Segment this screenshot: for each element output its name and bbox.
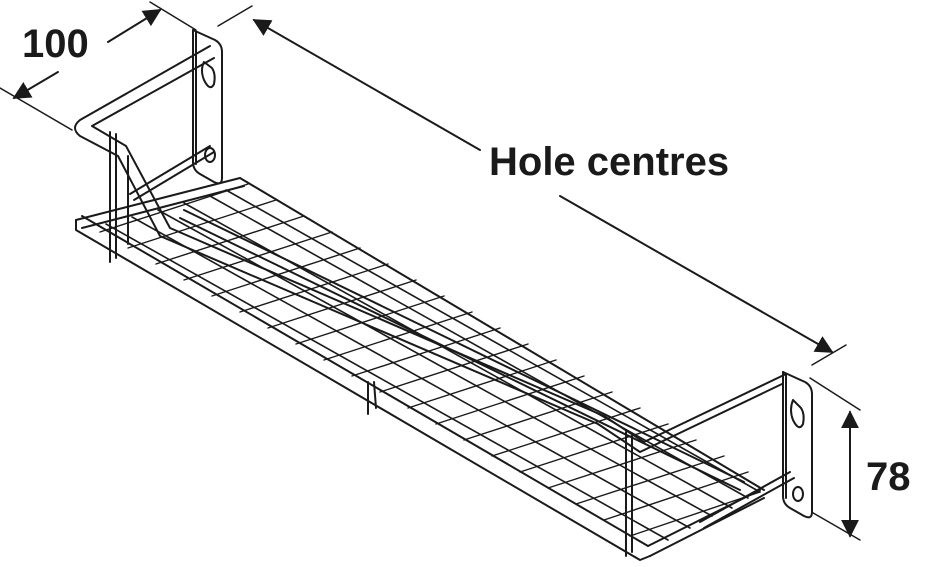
floor-wire — [225, 189, 761, 493]
basket-floor — [75, 177, 765, 561]
length-dimension — [217, 5, 847, 366]
length-extension-line-left — [217, 5, 253, 27]
post-front-left — [109, 131, 117, 263]
cross-wire — [323, 311, 473, 361]
cross-wire — [239, 263, 389, 313]
floor-back-edge — [239, 177, 765, 491]
floor-wire — [131, 216, 691, 529]
right-bracket-hole — [792, 486, 804, 502]
floor-wire — [183, 202, 733, 509]
cross-wire — [463, 391, 613, 441]
cross-wire — [379, 343, 529, 393]
length-extension-line-right — [811, 344, 847, 366]
right-bracket-plate — [782, 371, 813, 519]
cross-wire — [267, 279, 417, 329]
rear-rail-4 — [703, 477, 795, 529]
inner-rail-lower — [179, 217, 741, 491]
cross-wire — [491, 407, 641, 457]
cross-wire — [155, 215, 305, 265]
floor-right-edge — [647, 489, 765, 557]
posts — [109, 131, 633, 557]
floor-wire — [157, 209, 713, 517]
cross-wire — [547, 439, 697, 489]
depth-dimension — [0, 1, 197, 131]
floor-front-edge — [75, 219, 651, 561]
inner-rail-upper — [183, 209, 745, 483]
rear-rail-2 — [133, 151, 215, 201]
height-dimension — [807, 377, 861, 541]
length-dimension-line-b — [559, 195, 834, 353]
floor-front-edge-2 — [81, 215, 649, 547]
right-keyhole-slot — [790, 399, 805, 429]
top-front-rail — [74, 45, 787, 453]
cross-wire — [435, 375, 585, 425]
cross-wire — [211, 247, 361, 297]
length-dimension-line-a — [252, 19, 481, 151]
floor-wire — [209, 195, 749, 499]
depth-arrow-lower — [12, 71, 59, 99]
cross-wire — [407, 359, 557, 409]
cross-wire — [575, 455, 725, 505]
height-dimension-label: 78 — [866, 455, 911, 499]
cross-wire — [127, 199, 277, 249]
post-front-right — [625, 431, 633, 557]
inner-rails — [179, 209, 745, 491]
cross-wire — [603, 471, 749, 521]
hole-centres-dimension-label: Hole centres — [489, 140, 730, 184]
front-rail-outer — [74, 45, 783, 453]
left-bracket — [192, 29, 223, 185]
cross-wire — [629, 491, 761, 537]
depth-extension-line-top — [149, 1, 197, 31]
height-extension-line-top — [809, 377, 861, 411]
cross-wire — [99, 183, 249, 233]
rear-rail-1 — [129, 145, 211, 195]
left-keyhole-slot — [201, 61, 216, 89]
floor-left-edge — [75, 177, 245, 229]
floor-cross-wires — [99, 183, 761, 537]
floor-wire — [105, 223, 669, 541]
height-extension-line-bottom — [807, 509, 861, 541]
cross-wire — [295, 295, 445, 345]
cross-wire — [351, 327, 501, 377]
left-bracket-hole — [204, 147, 216, 163]
front-rail-inner — [91, 57, 787, 443]
depth-arrow-upper — [107, 9, 162, 43]
right-bracket — [782, 371, 813, 519]
depth-extension-line-bottom — [0, 87, 73, 131]
depth-dimension-label: 100 — [22, 22, 89, 66]
